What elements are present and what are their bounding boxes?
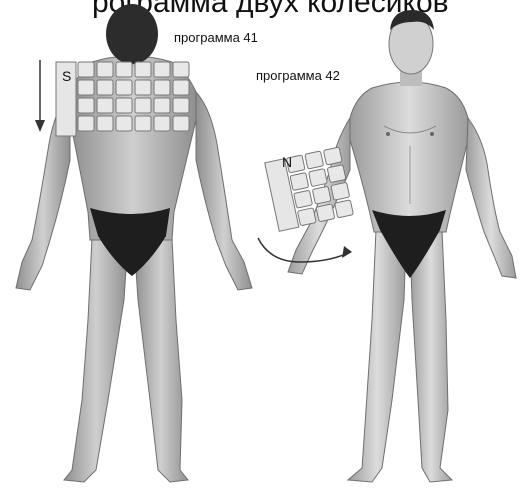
device-plate [312,186,331,204]
device-plate [327,165,346,183]
device-plate [135,62,151,77]
back-magnet-device [56,62,189,136]
arm-magnet-device [265,147,354,231]
device-plate [78,98,94,113]
device-plate [135,80,151,95]
device-plate [316,204,335,222]
device-plate [97,62,113,77]
back-view-figure [16,4,252,482]
device-plate [305,151,324,169]
device-plate [331,182,350,200]
back-device-pole-letter: S [62,68,71,84]
device-plate [116,98,132,113]
device-plate [97,80,113,95]
device-plate [97,98,113,113]
device-plate [154,98,170,113]
device-plate [97,116,113,131]
device-plate [173,62,189,77]
device-plate [335,200,354,218]
device-plate [116,116,132,131]
device-plate [173,80,189,95]
program-label-41: программа 41 [174,30,258,45]
device-plate [154,80,170,95]
device-plate [154,116,170,131]
device-plate [78,116,94,131]
device-plate [173,98,189,113]
device-plate [294,190,313,208]
device-plate [116,80,132,95]
device-plate [309,169,328,187]
device-plate [173,116,189,131]
device-plate [78,62,94,77]
device-plate [154,62,170,77]
device-plate [290,173,309,191]
device-plate [323,147,342,165]
arm-device-pole-letter: N [282,154,292,170]
device-plate [135,98,151,113]
device-plate [116,62,132,77]
device-plate [297,208,316,226]
device-plate [135,116,151,131]
program-label-42: программа 42 [256,68,340,83]
device-plate [78,80,94,95]
